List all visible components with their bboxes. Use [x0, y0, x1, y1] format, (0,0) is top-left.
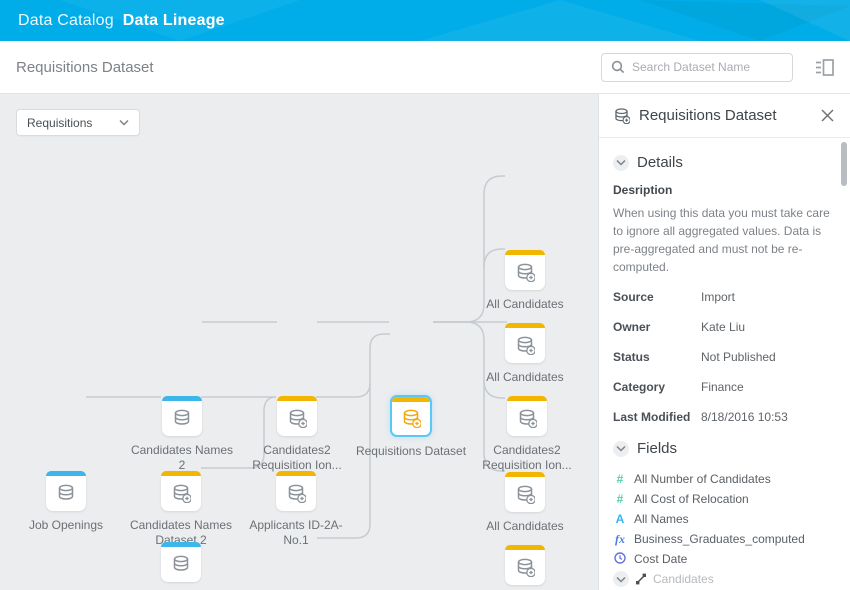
panel-scrollbar[interactable]: [841, 142, 847, 186]
database-plus-icon: [286, 483, 306, 503]
node-candidates-names-2[interactable]: Candidates Names 2: [127, 396, 237, 473]
app-title: Data Catalog: [18, 11, 114, 29]
database-plus-icon: [171, 483, 191, 503]
details-section-header[interactable]: Details: [613, 154, 834, 171]
node-candidates-names-dataset-2[interactable]: Candidates Names Dataset 2: [126, 471, 236, 548]
lineage-edges: [86, 175, 507, 539]
database-plus-icon: [515, 557, 535, 577]
node-all-candidates-3[interactable]: All Candidates: [470, 472, 580, 534]
fields-section-header[interactable]: Fields: [613, 440, 834, 457]
node-candidates2-requisition-right[interactable]: Candidates2 Requisition Ion...: [472, 396, 582, 473]
search-box[interactable]: [601, 52, 793, 82]
close-icon[interactable]: [819, 107, 836, 124]
formula-type-icon: fx: [615, 531, 625, 546]
database-plus-icon: [287, 408, 307, 428]
database-icon: [174, 409, 190, 425]
panel-toggle-icon[interactable]: [815, 58, 834, 76]
chevron-down-icon: [119, 119, 129, 126]
field-row[interactable]: A All Names: [613, 509, 834, 529]
search-input[interactable]: [632, 60, 783, 74]
database-plus-icon: [517, 408, 537, 428]
chevron-down-icon[interactable]: [613, 440, 629, 457]
fields-heading: Fields: [637, 440, 678, 457]
lineage-canvas[interactable]: Requisitions Job Openings Candidates Nam…: [0, 94, 598, 590]
description-text: When using this data you must take care …: [613, 206, 830, 274]
dataset-filter-value: Requisitions: [27, 115, 93, 130]
property-row: Last Modified 8/18/2016 10:53: [613, 410, 788, 424]
node-applicants-id-2a-no1[interactable]: Applicants ID-2A- No.1: [241, 471, 351, 548]
search-icon: [611, 60, 625, 74]
description-label: Desription: [613, 183, 673, 197]
property-row: Category Finance: [613, 380, 744, 394]
screen-title: Data Lineage: [122, 11, 225, 29]
database-icon: [173, 555, 189, 571]
database-plus-icon: [515, 484, 535, 504]
property-row: Source Import: [613, 290, 736, 304]
field-row-group[interactable]: Candidates: [613, 569, 834, 589]
database-plus-icon: [515, 335, 535, 355]
field-row[interactable]: # All Number of Candidates: [613, 469, 834, 489]
app-header: Data Catalog Data Lineage: [0, 0, 850, 41]
chevron-down-icon[interactable]: [613, 571, 629, 587]
database-plus-icon: [401, 408, 421, 428]
property-row: Status Not Published: [613, 350, 776, 364]
text-type-icon: A: [615, 512, 625, 526]
number-type-icon: #: [616, 472, 624, 486]
node-all-candidates-4[interactable]: All Candidates: [470, 545, 580, 590]
node-candidates2-requisition-left[interactable]: Candidates2 Requisition Ion...: [242, 396, 352, 473]
dataset-filter-dropdown[interactable]: Requisitions: [16, 109, 140, 136]
node-all-candidates-1[interactable]: All Candidates: [470, 250, 580, 312]
node-job-openings[interactable]: Job Openings: [11, 471, 121, 533]
dataset-icon: [613, 107, 630, 124]
number-type-icon: #: [616, 492, 624, 506]
panel-title: Requisitions Dataset: [639, 107, 777, 124]
database-icon: [58, 484, 74, 500]
field-row[interactable]: # All Cost of Relocation: [613, 489, 834, 509]
date-type-icon: [613, 551, 627, 567]
database-plus-icon: [515, 262, 535, 282]
page-title: Requisitions Dataset: [16, 58, 154, 76]
details-heading: Details: [637, 154, 683, 171]
chevron-down-icon[interactable]: [613, 154, 629, 171]
node-all-candidates-2[interactable]: All Candidates: [470, 323, 580, 385]
details-panel: Requisitions Dataset Details Desription …: [598, 94, 850, 590]
node-requisitions-dataset[interactable]: Requisitions Dataset: [346, 395, 476, 459]
toolbar: Requisitions Dataset: [0, 41, 850, 94]
property-row: Owner Kate Liu: [613, 320, 746, 334]
field-row[interactable]: Cost Date: [613, 549, 834, 569]
hierarchy-icon: [635, 573, 647, 585]
node-applicants[interactable]: Applicants: [126, 542, 236, 590]
field-row[interactable]: fx Business_Graduates_computed: [615, 531, 805, 547]
